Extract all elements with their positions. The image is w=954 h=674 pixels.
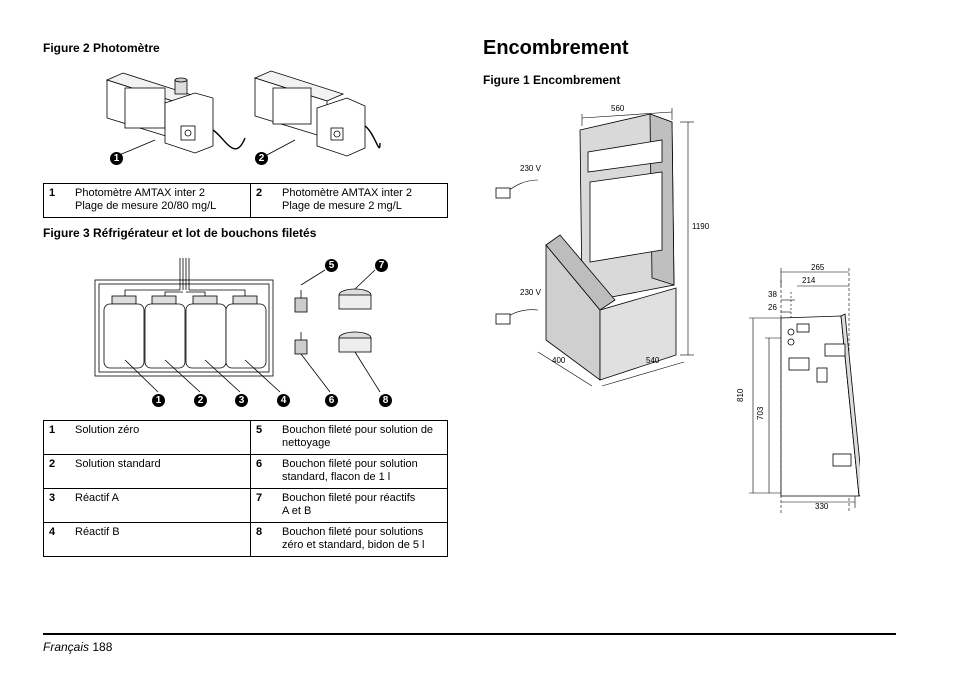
legend-number: 7 <box>250 488 277 523</box>
callout-1: 1 <box>152 394 165 407</box>
figure-3-legend: 1 Solution zéro 5 Bouchon fileté pour so… <box>43 420 448 557</box>
legend-number: 3 <box>43 488 70 523</box>
photometer-illustration <box>105 70 381 157</box>
dim-depth: 400 <box>552 356 566 365</box>
dim-38: 38 <box>768 290 777 299</box>
legend-text: Bouchon fileté pour solution de nettoyag… <box>277 420 448 455</box>
callout-8: 8 <box>379 394 392 407</box>
dim-214: 214 <box>802 276 816 285</box>
legend-number: 6 <box>250 454 277 489</box>
legend-number: 8 <box>250 522 277 557</box>
callout-6: 6 <box>325 394 338 407</box>
legend-number: 1 <box>43 183 70 218</box>
callout-4: 4 <box>277 394 290 407</box>
figure-3-caption: Figure 3 Réfrigérateur et lot de bouchon… <box>43 226 317 240</box>
legend-row: 4 Réactif B 8 Bouchon fileté pour soluti… <box>43 522 448 557</box>
legend-text: Bouchon fileté pour solution standard, f… <box>277 454 448 489</box>
legend-text: Solution standard <box>70 454 251 489</box>
legend-row: 1 Photomètre AMTAX inter 2 Plage de mesu… <box>43 183 448 218</box>
dim-width-base: 540 <box>646 356 660 365</box>
legend-text: Photomètre AMTAX inter 2 Plage de mesure… <box>70 183 251 218</box>
legend-text: Réactif A <box>70 488 251 523</box>
legend-row: 1 Solution zéro 5 Bouchon fileté pour so… <box>43 420 448 455</box>
dim-width-top: 560 <box>611 104 625 113</box>
footer-language: Français <box>43 640 90 654</box>
footer-rule <box>43 633 896 635</box>
callout-5: 5 <box>325 259 338 272</box>
legend-text: Bouchon fileté pour réactifs A et B <box>277 488 448 523</box>
figure-2-legend: 1 Photomètre AMTAX inter 2 Plage de mesu… <box>43 183 448 218</box>
dim-26: 26 <box>768 303 777 312</box>
legend-number: 5 <box>250 420 277 455</box>
legend-text: Bouchon fileté pour solutions zéro et st… <box>277 522 448 557</box>
refrigerator-illustration <box>94 258 381 393</box>
legend-text: Solution zéro <box>70 420 251 455</box>
figure-2-caption: Figure 2 Photomètre <box>43 41 160 55</box>
dim-330: 330 <box>815 502 829 511</box>
legend-text: Réactif B <box>70 522 251 557</box>
legend-row: 2 Solution standard 6 Bouchon fileté pou… <box>43 454 448 489</box>
callout-2: 2 <box>194 394 207 407</box>
callout-7: 7 <box>375 259 388 272</box>
side-view-drawing <box>749 268 860 513</box>
legend-number: 1 <box>43 420 70 455</box>
legend-row: 3 Réactif A 7 Bouchon fileté pour réacti… <box>43 488 448 523</box>
dim-265: 265 <box>811 263 825 272</box>
callout-1: 1 <box>110 152 123 165</box>
legend-text: Photomètre AMTAX inter 2 Plage de mesure… <box>277 183 448 218</box>
voltage-label-bottom: 230 V <box>520 288 541 297</box>
voltage-label-top: 230 V <box>520 164 541 173</box>
legend-number: 2 <box>250 183 277 218</box>
section-title: Encombrement <box>483 37 629 59</box>
dim-height-total: 1190 <box>692 222 710 231</box>
dim-703: 703 <box>756 406 765 420</box>
callout-2: 2 <box>255 152 268 165</box>
dim-810: 810 <box>736 388 745 402</box>
figure-1-caption: Figure 1 Encombrement <box>483 73 621 87</box>
legend-number: 2 <box>43 454 70 489</box>
page-footer: Français 188 <box>43 640 112 654</box>
legend-number: 4 <box>43 522 70 557</box>
cabinet-dimension-drawing <box>495 108 694 387</box>
footer-page-number: 188 <box>92 640 113 654</box>
callout-3: 3 <box>235 394 248 407</box>
